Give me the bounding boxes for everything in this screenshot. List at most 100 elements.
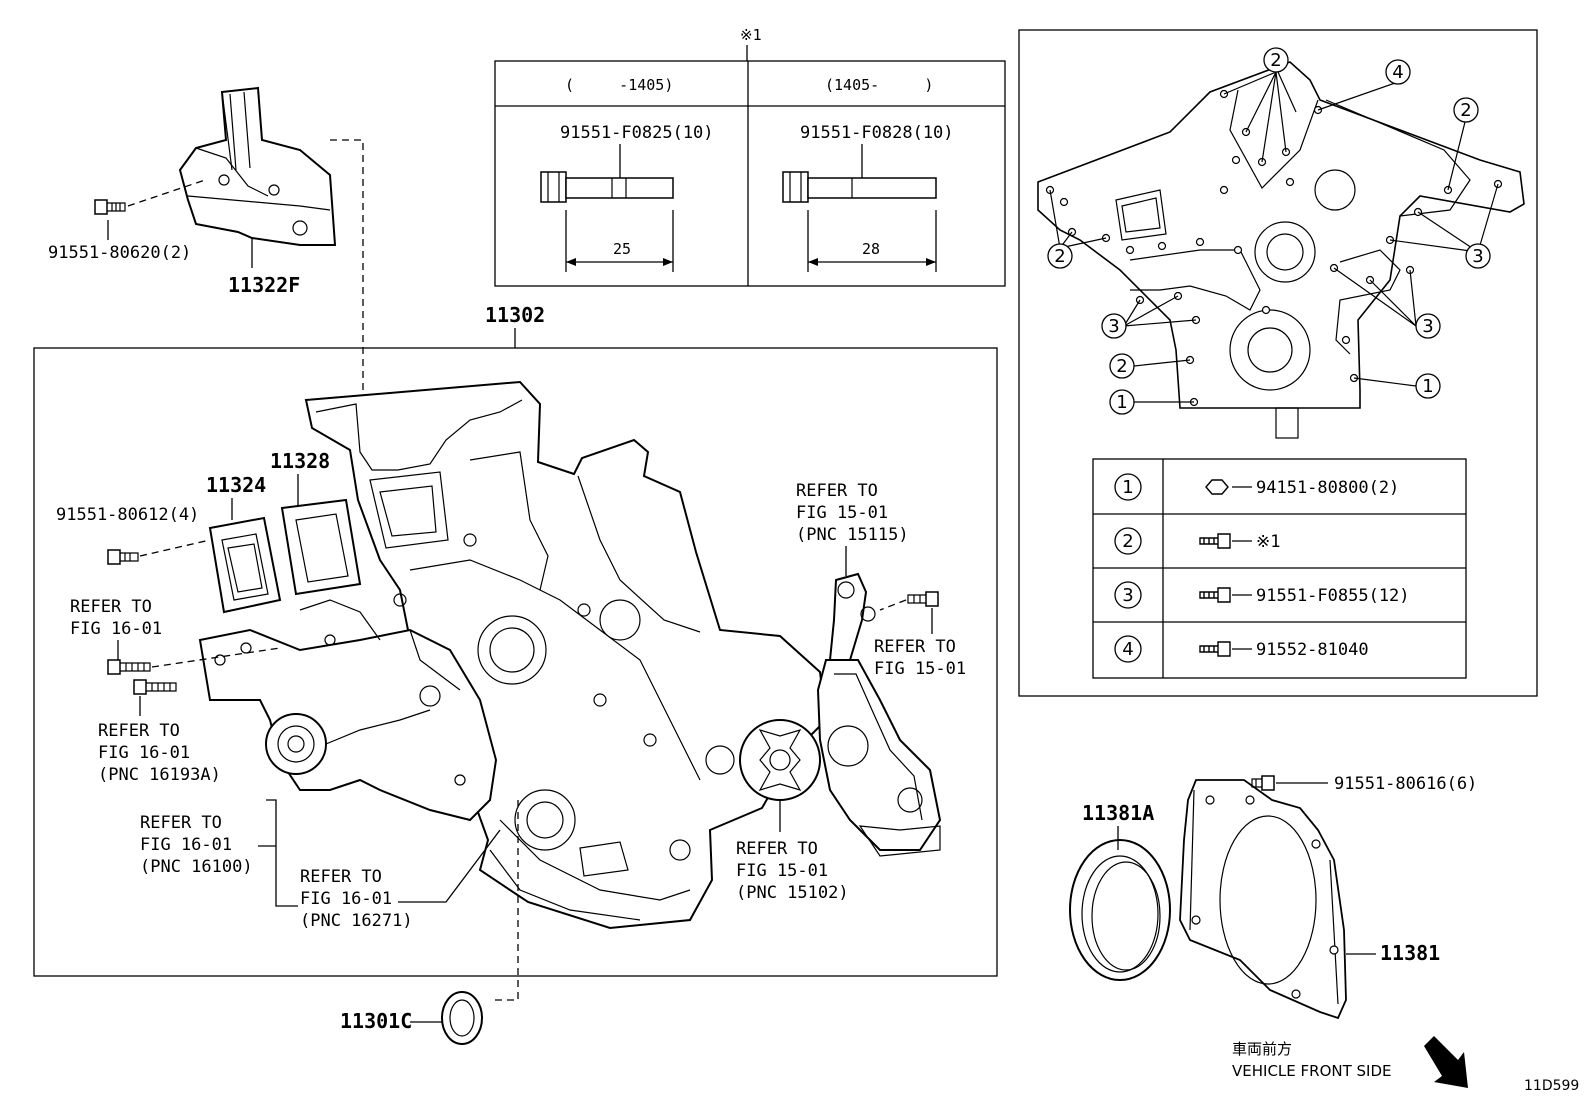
label-11301C: 11301C <box>340 1009 412 1033</box>
col2-part-number: 91551-F0828(10) <box>800 123 954 143</box>
label-91551-80612: 91551-80612(4) <box>56 505 199 525</box>
bolt-length-table: ※1 ( -1405) (1405- ) 91551-F0825(10) 915… <box>494 26 1006 287</box>
label-11322F: 11322F <box>228 273 300 297</box>
bolt-icon <box>1251 775 1275 791</box>
assembly-frame <box>33 347 998 977</box>
refer-15-01-c-line3: (PNC 15102) <box>736 883 849 903</box>
oil-seal-11381A <box>1069 839 1171 981</box>
legend-number: 4 <box>1122 639 1133 660</box>
pump-bracket <box>828 572 876 661</box>
refer-15-01-b-line1: REFER TO <box>874 637 956 657</box>
refer-16-01-a-line2: FIG 16-01 <box>70 619 162 639</box>
callout-circle <box>1263 47 1289 73</box>
legend-callouts: 2 4 2 2 3 3 3 2 1 1 <box>1047 47 1491 415</box>
refer-15-01-c-line1: REFER TO <box>736 839 818 859</box>
legend-number-circle <box>1114 473 1142 501</box>
callout-number: 2 <box>1270 50 1281 71</box>
col1-part-number: 91551-F0825(10) <box>560 123 714 143</box>
bolt-icon <box>107 549 139 565</box>
bolt-icon <box>94 199 126 215</box>
label-11324: 11324 <box>206 473 266 497</box>
callout-circle <box>1109 389 1135 415</box>
label-11302: 11302 <box>485 303 545 327</box>
bolt-location-frame <box>1018 29 1538 697</box>
col1-header: ( -1405) <box>565 76 673 94</box>
refer-16-01-a-line1: REFER TO <box>70 597 152 617</box>
refer-16-01-b-line1: REFER TO <box>98 721 180 741</box>
callout-number: 3 <box>1472 246 1483 267</box>
refer-16-01-c-line1: REFER TO <box>140 813 222 833</box>
callout-circle <box>1047 243 1073 269</box>
legend-number: 2 <box>1122 531 1133 552</box>
callout-number: 2 <box>1054 246 1065 267</box>
col2-length: 28 <box>862 240 880 258</box>
refer-16-01-d-line3: (PNC 16271) <box>300 911 413 931</box>
col2-header: (1405- ) <box>825 76 933 94</box>
callout-number: 1 <box>1116 392 1127 413</box>
water-pump <box>198 599 498 822</box>
nut-icon <box>1205 479 1229 495</box>
refer-16-01-d-line1: REFER TO <box>300 867 382 887</box>
refer-16-01-c-line3: (PNC 16100) <box>140 857 253 877</box>
front-side-jp: 車両前方 <box>1232 1040 1292 1058</box>
cover-outline-view <box>1037 61 1525 439</box>
label-91551-80620: 91551-80620(2) <box>48 243 191 263</box>
seal-11301C <box>441 991 483 1045</box>
refer-15-01-b-line2: FIG 15-01 <box>874 659 966 679</box>
callout-number: 4 <box>1392 62 1403 83</box>
label-11381A: 11381A <box>1082 801 1154 825</box>
front-side-en: VEHICLE FRONT SIDE <box>1232 1062 1392 1080</box>
legend-part-number: 91552-81040 <box>1256 640 1369 660</box>
label-11381: 11381 <box>1380 941 1440 965</box>
retainer-11381 <box>1179 779 1347 1020</box>
oil-pump-rotor <box>739 719 821 801</box>
front-direction-arrow-icon <box>1424 1036 1468 1088</box>
bolt-icon <box>107 659 151 675</box>
gasket-11324 <box>208 516 282 614</box>
bolt-icon <box>1199 587 1231 603</box>
refer-15-01-c-line2: FIG 15-01 <box>736 861 828 881</box>
callout-number: 2 <box>1116 356 1127 377</box>
bolt-icon <box>1199 533 1231 549</box>
callout-circle <box>1415 373 1441 399</box>
callout-number: 1 <box>1422 376 1433 397</box>
callout-circle <box>1415 313 1441 339</box>
callout-circle <box>1101 313 1127 339</box>
bolt-icon <box>540 171 674 203</box>
legend-part-number: 91551-F0855(12) <box>1256 586 1410 606</box>
refer-15-01-a-line1: REFER TO <box>796 481 878 501</box>
refer-15-01-a-line2: FIG 15-01 <box>796 503 888 523</box>
legend-number-circle <box>1114 527 1142 555</box>
legend-number: 3 <box>1122 585 1133 606</box>
bolt-legend-table: 1 94151-80800(2) 2 ※1 3 91551-F0855(12) 4 91552… <box>1092 458 1467 679</box>
callout-number: 2 <box>1460 100 1471 121</box>
refer-15-01-a-line3: (PNC 15115) <box>796 525 909 545</box>
oil-pump-cover <box>816 659 942 857</box>
gasket-11328 <box>280 498 362 596</box>
bolt-icon <box>133 679 177 695</box>
label-91551-80616: 91551-80616(6) <box>1334 774 1477 794</box>
callout-circle <box>1109 353 1135 379</box>
legend-number: 1 <box>1122 477 1133 498</box>
bolt-icon <box>1199 641 1231 657</box>
callout-circle <box>1465 243 1491 269</box>
callout-number: 3 <box>1422 316 1433 337</box>
legend-part-number: 94151-80800(2) <box>1256 478 1399 498</box>
col1-length: 25 <box>613 240 631 258</box>
legend-number-circle <box>1114 581 1142 609</box>
note-mark: ※1 <box>740 26 762 44</box>
legend-part-number: ※1 <box>1256 532 1280 552</box>
callout-circle <box>1385 59 1411 85</box>
refer-16-01-c-line2: FIG 16-01 <box>140 835 232 855</box>
figure-code: 11D599 <box>1524 1078 1579 1094</box>
callout-circle <box>1453 97 1479 123</box>
bracket-11322F <box>178 86 337 246</box>
refer-16-01-b-line3: (PNC 16193A) <box>98 765 221 785</box>
bolt-icon <box>782 171 937 203</box>
refer-16-01-d-line2: FIG 16-01 <box>300 889 392 909</box>
refer-16-01-b-line2: FIG 16-01 <box>98 743 190 763</box>
label-11328: 11328 <box>270 449 330 473</box>
callout-number: 3 <box>1108 316 1119 337</box>
bolt-icon <box>907 591 939 607</box>
